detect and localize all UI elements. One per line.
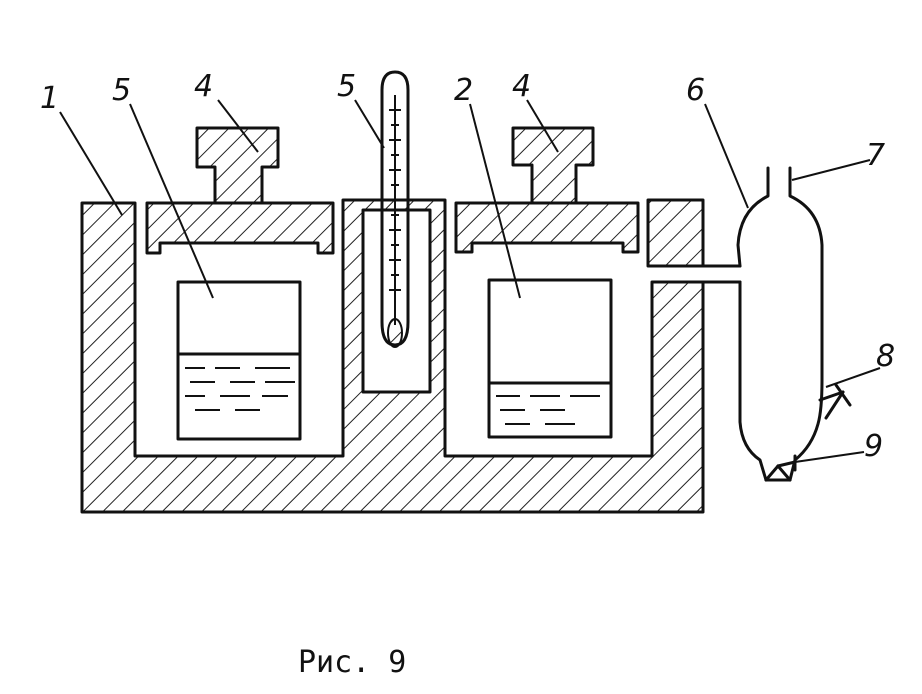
stopcock-8 bbox=[818, 383, 852, 420]
leader-lines bbox=[59, 99, 881, 463]
label-inlet-7: 7 bbox=[866, 138, 885, 173]
label-vessel-5-left: 5 bbox=[112, 73, 131, 108]
right-top-block bbox=[646, 198, 705, 268]
label-tube-6: 6 bbox=[686, 73, 705, 108]
figure-caption: Рис. 9 bbox=[298, 645, 406, 680]
label-vessel-2: 2 bbox=[454, 73, 473, 108]
thermometer-scale bbox=[389, 109, 401, 291]
liquid-dashes-right bbox=[496, 395, 600, 425]
lid-right-knob bbox=[511, 126, 595, 205]
label-body-1: 1 bbox=[40, 81, 59, 116]
label-thermometer-5: 5 bbox=[337, 69, 356, 104]
thermometer bbox=[380, 70, 410, 347]
liquid-dashes-left bbox=[185, 367, 295, 411]
vessel-right bbox=[487, 278, 613, 439]
lid-left bbox=[145, 201, 335, 255]
stopcock-9 bbox=[764, 454, 797, 482]
lid-right bbox=[454, 201, 640, 254]
label-stopcock-9: 9 bbox=[864, 429, 883, 464]
label-stopcock-8: 8 bbox=[876, 339, 895, 374]
vessel-left bbox=[176, 280, 302, 441]
thermometer-bulb bbox=[387, 318, 403, 348]
lid-left-knob bbox=[195, 126, 280, 205]
label-lid-4-left: 4 bbox=[194, 69, 213, 104]
side-vessel bbox=[736, 166, 824, 482]
label-lid-4-right: 4 bbox=[512, 69, 531, 104]
